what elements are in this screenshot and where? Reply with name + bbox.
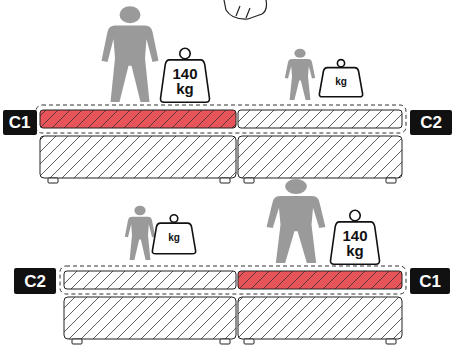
sofa-bottom <box>60 266 406 344</box>
person-large <box>102 6 159 102</box>
weight-label: kg <box>328 77 354 87</box>
weight-label: 140 kg <box>169 66 201 96</box>
person-small <box>125 206 155 260</box>
cushion-label: C2 <box>24 273 46 290</box>
cushion-tag: C2 <box>14 268 56 294</box>
cushion-tag: C1 <box>410 268 450 294</box>
hand-sketch <box>224 0 267 19</box>
weight-label: kg <box>161 233 187 243</box>
cushion-label: C1 <box>419 273 441 290</box>
cushion-label: C2 <box>420 114 442 131</box>
weight-icon: 140 kg <box>329 208 381 266</box>
cushion-tag: C2 <box>410 110 452 135</box>
weight-icon: 140 kg <box>159 46 211 104</box>
sofa-top <box>36 105 406 183</box>
person-small <box>285 49 315 100</box>
cushion-label: C1 <box>9 114 31 131</box>
weight-icon: kg <box>151 213 197 255</box>
weight-icon: kg <box>318 58 364 98</box>
person-large <box>267 179 326 263</box>
cushion-tag: C1 <box>3 110 37 135</box>
weight-label: 140 kg <box>339 228 371 258</box>
